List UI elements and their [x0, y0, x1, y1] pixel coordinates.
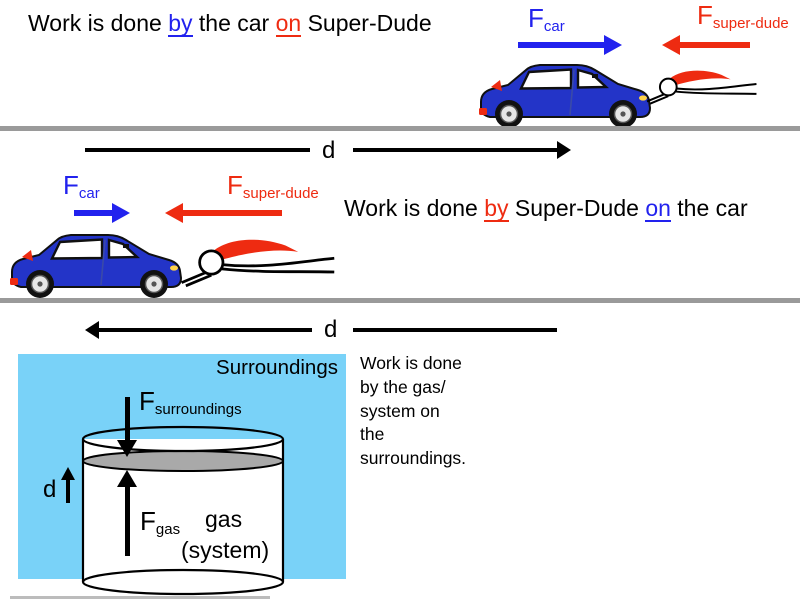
arrowhead-left-icon [85, 321, 99, 339]
ground-line [0, 126, 800, 131]
arrow-shaft [353, 328, 557, 332]
force-label-f-super-dude: Fsuper-dude [227, 170, 319, 201]
arrow-shaft [353, 148, 557, 152]
gas-cylinder-graphic [81, 425, 285, 596]
caption-work-by-car: Work is done by the car on Super-Dude [28, 10, 432, 38]
caption-by-highlight: by [484, 195, 509, 223]
force-symbol: F [227, 170, 243, 200]
arrow-shaft [518, 42, 606, 48]
super-dude-graphic [180, 238, 336, 288]
arrow-shaft [125, 397, 130, 441]
caption-text: Super-Dude [508, 195, 646, 221]
force-label-f-car: Fcar [63, 170, 100, 201]
force-subscript: super-dude [712, 15, 789, 32]
arrow-shaft [125, 486, 130, 556]
force-subscript: car [543, 18, 565, 35]
car-graphic [477, 63, 652, 129]
force-label-f-car: Fcar [528, 3, 565, 34]
force-symbol: F [63, 170, 79, 200]
arrowhead-up-icon [117, 470, 137, 487]
caption-text: the car [670, 195, 748, 221]
force-symbol: F [528, 3, 544, 33]
note-line: the [360, 424, 385, 445]
force-symbol: F [140, 506, 156, 536]
arrow-shaft [74, 210, 112, 216]
force-subscript: gas [155, 521, 181, 538]
force-label-f-gas: Fgas [140, 506, 180, 537]
arrow-shaft [679, 42, 750, 48]
arrow-shaft [85, 148, 310, 152]
arrowhead-left-icon [662, 35, 680, 55]
caption-work-by-super-dude: Work is done by Super-Dude on the car [344, 195, 748, 223]
arrow-shaft [66, 479, 70, 503]
arrow-shaft [99, 328, 312, 332]
distance-label: d [324, 316, 338, 343]
force-symbol: F [697, 0, 713, 30]
note-line: by the gas/ [360, 376, 446, 397]
system-label: (system) [181, 537, 270, 563]
force-subscript: car [78, 185, 100, 202]
arrowhead-left-icon [165, 203, 183, 223]
arrowhead-down-icon [117, 440, 137, 457]
caption-by-highlight: by [168, 10, 193, 38]
ground-line [0, 298, 800, 303]
note-line: Work is done [360, 353, 462, 373]
arrowhead-up-icon [61, 467, 75, 480]
note-line: surroundings. [360, 448, 467, 469]
caption-text: the car [192, 10, 276, 36]
piston-disc [82, 450, 284, 472]
caption-text: Super-Dude [301, 10, 432, 36]
arrowhead-right-icon [112, 203, 130, 223]
force-subscript: super-dude [242, 185, 319, 202]
partial-ground-line [10, 596, 270, 599]
note-line: system on [360, 400, 440, 421]
caption-text: Work is done [28, 10, 169, 36]
force-label-f-super-dude: Fsuper-dude [697, 0, 789, 31]
force-label-f-surroundings: Fsurroundings [139, 386, 242, 417]
surroundings-label: Surroundings [216, 356, 338, 379]
work-note: Work is done by the gas/ system on the s… [360, 352, 500, 471]
force-symbol: F [139, 386, 155, 416]
force-subscript: surroundings [154, 401, 242, 418]
gas-label: gas [205, 506, 243, 532]
arrowhead-right-icon [557, 141, 571, 159]
distance-label: d [322, 137, 336, 164]
car-graphic [8, 233, 183, 299]
arrow-shaft [182, 210, 282, 216]
caption-on-highlight: on [275, 10, 302, 38]
caption-on-highlight: on [645, 195, 671, 223]
super-dude-graphic [646, 69, 758, 105]
displacement-label: d [43, 476, 57, 503]
caption-text: Work is done [344, 195, 485, 221]
cylinder-bottom-rim [81, 568, 285, 596]
arrowhead-right-icon [604, 35, 622, 55]
